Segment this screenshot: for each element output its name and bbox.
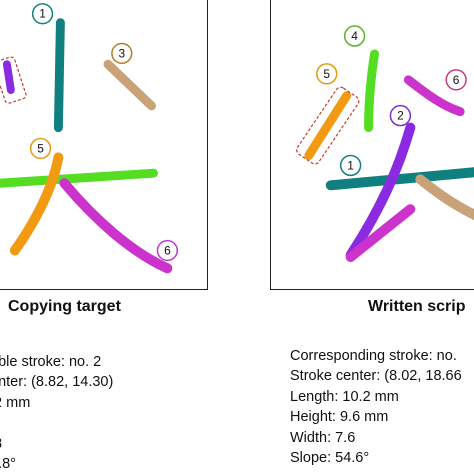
- target-stroke-3: [103, 59, 156, 111]
- written-stroke-3: [415, 174, 474, 221]
- written-info-line: Height: 9.6 mm: [290, 409, 389, 426]
- copying-target-character: 1 3 5 6: [0, 3, 179, 274]
- written-stroke-6: [403, 75, 465, 117]
- written-script-info: Corresponding stroke: no. Stroke center:…: [290, 346, 462, 468]
- target-info-line: .8: [0, 434, 113, 454]
- svg-text:2: 2: [397, 109, 404, 123]
- copying-target-panel: 1 3 5 6: [0, 0, 208, 290]
- written-stroke-1: [325, 167, 474, 191]
- written-script-character: 4 5 6 2 1: [296, 25, 474, 262]
- target-stroke-2: [2, 60, 15, 94]
- target-info-line: enter: (8.82, 14.30): [0, 374, 114, 391]
- target-stroke-5: [9, 152, 64, 256]
- target-stroke-4: [0, 168, 158, 188]
- written-highlight-box: [296, 86, 360, 165]
- target-info-line: 4.8°: [0, 455, 16, 472]
- written-number-5: 5: [316, 63, 338, 85]
- written-script-panel: 4 5 6 2 1: [270, 0, 474, 290]
- svg-text:6: 6: [453, 73, 460, 87]
- written-stroke-4: [364, 49, 379, 133]
- target-number-1: 1: [31, 3, 54, 25]
- svg-text:5: 5: [323, 67, 330, 81]
- written-info-line: Corresponding stroke: no.: [290, 348, 457, 364]
- target-info-line: .2 mm: [0, 394, 31, 411]
- target-highlight-box: [0, 56, 27, 104]
- written-stroke-2: [345, 122, 416, 260]
- written-stroke-5: [304, 91, 352, 160]
- written-number-1: 1: [339, 154, 362, 177]
- target-number-5: 5: [29, 137, 52, 160]
- svg-text:4: 4: [351, 29, 358, 43]
- svg-text:5: 5: [37, 141, 44, 155]
- written-script-caption: Written scrip: [368, 298, 466, 315]
- target-number-6: 6: [156, 239, 179, 262]
- svg-text:1: 1: [39, 7, 46, 21]
- written-number-4: 4: [343, 25, 366, 47]
- target-info-line: [0, 413, 113, 433]
- target-info-line: able stroke: no. 2: [0, 354, 102, 370]
- written-number-2: 2: [389, 104, 412, 127]
- target-stroke-1: [53, 18, 65, 133]
- written-info-line: Width: 7.6: [290, 429, 356, 446]
- svg-text:6: 6: [164, 244, 171, 258]
- target-number-3: 3: [111, 42, 133, 65]
- copying-target-info: able stroke: no. 2 enter: (8.82, 14.30) …: [0, 352, 113, 474]
- target-stroke-6: [59, 178, 173, 274]
- written-info-line: Stroke center: (8.02, 18.66: [290, 368, 462, 385]
- written-info-line: Length: 10.2 mm: [290, 388, 399, 405]
- svg-text:1: 1: [347, 158, 354, 172]
- written-number-6: 6: [445, 69, 467, 91]
- written-info-line: Slope: 54.6°: [290, 449, 370, 466]
- svg-text:3: 3: [118, 46, 125, 60]
- written-stroke-6-lower: [345, 204, 416, 262]
- copying-target-caption: Copying target: [8, 298, 121, 315]
